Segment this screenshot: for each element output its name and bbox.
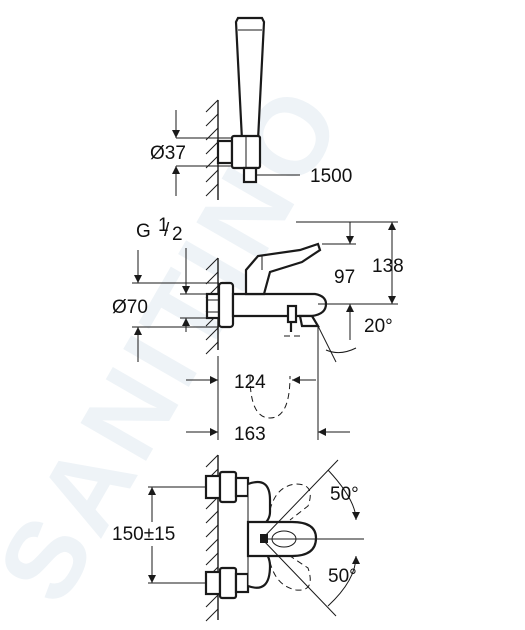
label-angle-lever-down: 50° xyxy=(328,566,357,587)
dim-thread xyxy=(180,248,207,332)
label-centres: 150±15 xyxy=(112,524,175,545)
label-dia-escutcheon: Ø70 xyxy=(112,297,148,318)
label-thread-den: 2 xyxy=(172,224,183,245)
label-hose-length: 1500 xyxy=(310,166,352,187)
dim-heights xyxy=(296,221,398,340)
dim-escutcheon xyxy=(132,250,219,362)
label-thread-slash: / xyxy=(164,220,170,241)
dim-projections xyxy=(186,356,350,440)
label-angle-lever-up: 50° xyxy=(330,484,359,505)
mixer-front-view xyxy=(204,470,318,600)
dim-spout-angle xyxy=(317,325,357,372)
label-thread-g: G xyxy=(136,221,151,242)
label-height-total: 138 xyxy=(372,256,404,277)
label-projection-spout: 124 xyxy=(234,372,266,393)
mixer-side-view xyxy=(205,242,328,419)
shower-holder xyxy=(216,134,262,184)
label-height-spout: 97 xyxy=(334,267,355,288)
label-projection-total: 163 xyxy=(234,424,266,445)
label-thread-num: 1 xyxy=(158,215,169,236)
label-dia-holder: Ø37 xyxy=(150,143,186,164)
dim-holder-diameter xyxy=(172,110,232,196)
label-angle-spout: 20° xyxy=(364,316,393,337)
dim-lever-angles xyxy=(261,459,364,617)
